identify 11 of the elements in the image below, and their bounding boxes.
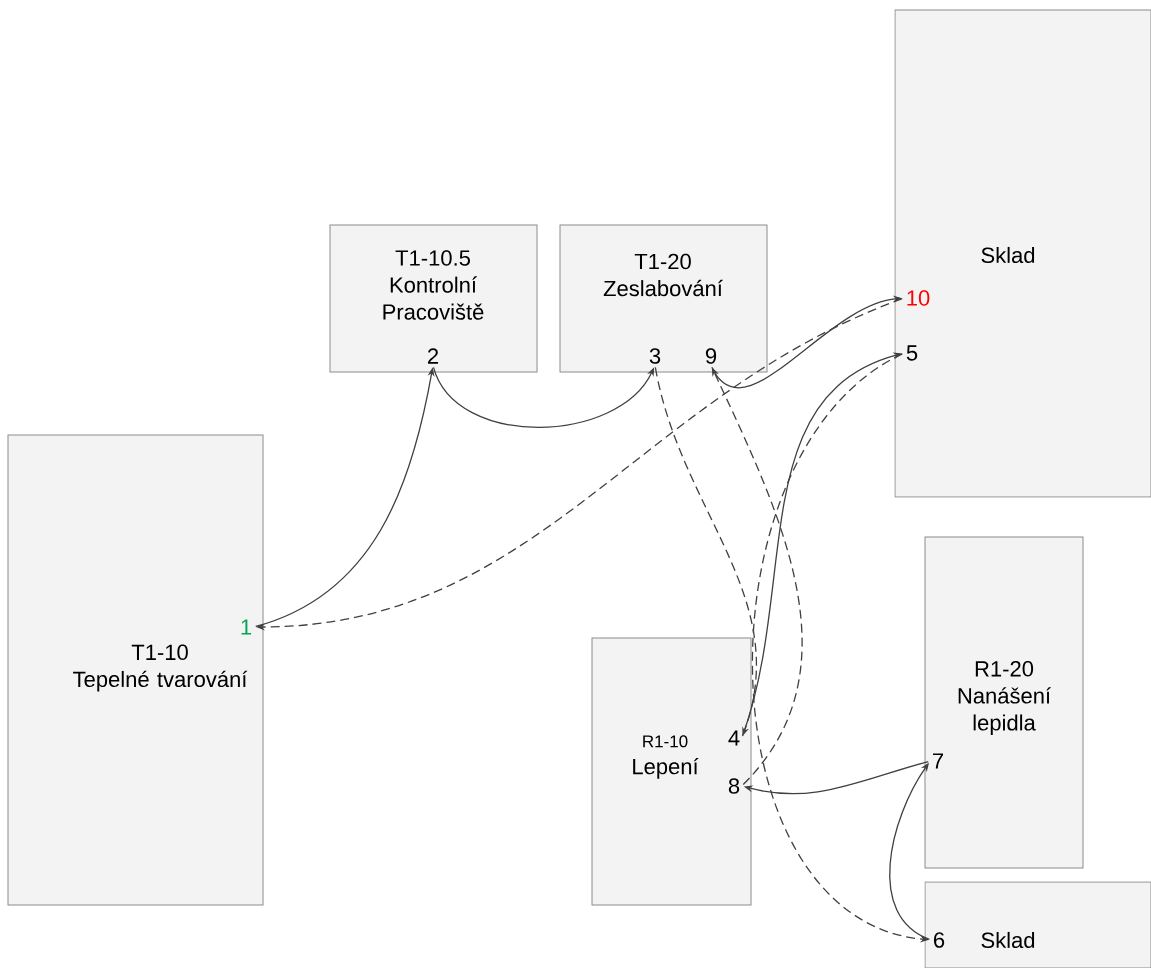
arrow — [432, 366, 655, 428]
port-number: 3 — [649, 348, 661, 364]
port-number: 10 — [907, 290, 930, 306]
port-number: 6 — [934, 932, 945, 948]
port-number: 9 — [705, 348, 717, 364]
port-number: 4 — [728, 730, 740, 746]
port-number: 2 — [428, 348, 438, 364]
port-number: 7 — [933, 753, 944, 769]
port-number: 1 — [241, 619, 252, 635]
port-number: 8 — [728, 778, 740, 794]
port-number: 5 — [906, 345, 918, 361]
